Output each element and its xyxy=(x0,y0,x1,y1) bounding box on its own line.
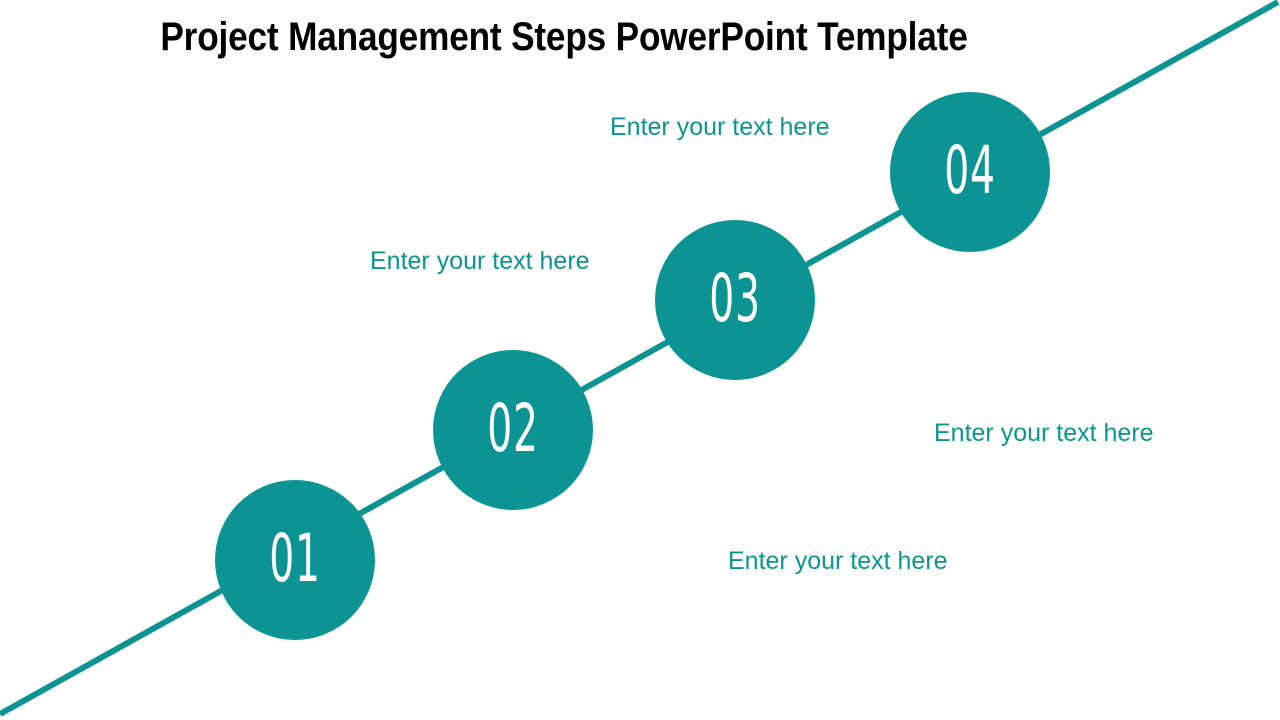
step-caption-03[interactable]: Enter your text here xyxy=(370,247,590,275)
step-circle-04[interactable]: 04 xyxy=(890,92,1050,252)
step-number-04: 04 xyxy=(944,133,996,210)
step-number-02: 02 xyxy=(487,391,539,468)
step-circle-01[interactable]: 01 xyxy=(215,480,375,640)
step-circle-02[interactable]: 02 xyxy=(433,350,593,510)
page-title: Project Management Steps PowerPoint Temp… xyxy=(160,15,968,59)
step-number-01: 01 xyxy=(269,521,321,598)
step-caption-02[interactable]: Enter your text here xyxy=(934,419,1154,447)
step-caption-04[interactable]: Enter your text here xyxy=(610,113,830,141)
step-circle-03[interactable]: 03 xyxy=(655,220,815,380)
step-number-03: 03 xyxy=(709,261,761,338)
step-caption-01[interactable]: Enter your text here xyxy=(728,547,948,575)
